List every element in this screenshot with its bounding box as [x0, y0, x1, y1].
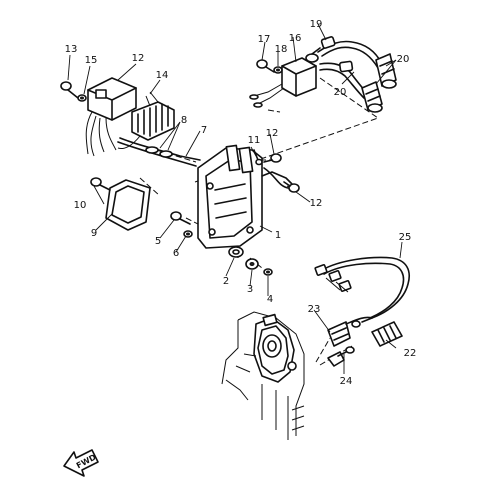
- screw-12-upper: [263, 153, 282, 163]
- fwd-arrow-icon: FWD: [63, 449, 99, 477]
- callout-22: 22: [404, 348, 417, 359]
- clamp-24: [327, 346, 355, 367]
- screw-11: [253, 149, 263, 166]
- callout-12-upper: 12: [266, 128, 279, 139]
- callout-23: 23: [308, 304, 321, 315]
- callout-17: 16: [289, 33, 302, 44]
- grommet-2: [228, 246, 244, 258]
- cover-plate: [105, 179, 151, 231]
- callout-6: 6: [173, 248, 179, 259]
- spark-plug-cap-upper: [375, 53, 397, 89]
- rectifier-regulator: [117, 91, 175, 149]
- lead-wire-25: [314, 256, 410, 323]
- callout-24: 24: [340, 376, 353, 387]
- callout-13: 12: [132, 53, 145, 64]
- wire-harness: [117, 137, 201, 167]
- callout-11: 11: [248, 135, 261, 146]
- callout-15: 13: [65, 44, 78, 55]
- cdi-unit: [85, 77, 137, 157]
- ground-lead: [263, 167, 289, 189]
- nut-3: [245, 258, 259, 270]
- screw-18: [256, 59, 275, 73]
- callout-4: 4: [267, 294, 273, 305]
- callout-20-upper: 19: [310, 19, 323, 30]
- washer-16: [77, 94, 87, 102]
- callout-7: 7: [201, 125, 207, 136]
- callout-18: 17: [258, 34, 271, 45]
- callout-1: 1: [275, 230, 281, 241]
- callout-leaders: [67, 23, 403, 374]
- washer-6: [183, 230, 193, 238]
- spark-plug-cap-lower: [361, 81, 383, 113]
- connector-boot-22: [371, 321, 403, 347]
- washer-4: [263, 268, 273, 276]
- callout-25: 25: [399, 232, 412, 243]
- callout-21: 20: [397, 54, 410, 65]
- callout-19: 18: [275, 44, 288, 55]
- washer-19: [273, 66, 283, 74]
- ignition-coil: [249, 47, 321, 108]
- connector-23: [327, 316, 373, 347]
- screw-12-lower: [283, 181, 300, 193]
- callout-12-lower: 12: [310, 198, 323, 209]
- callout-2: 2: [223, 276, 229, 287]
- callout-5: 5: [155, 236, 161, 247]
- screw-10: [90, 177, 111, 191]
- callout-14: 14: [156, 70, 169, 81]
- mounting-bracket: [197, 144, 295, 249]
- callout-8: 8: [181, 115, 187, 126]
- callout-10: 10: [74, 200, 87, 211]
- engine-block-outline: [221, 311, 305, 440]
- callout-labels: 13 15 12 14 8 7 10 9 5 6 11 12 12 1 2 3 …: [65, 19, 417, 387]
- callout-3: 3: [247, 284, 253, 295]
- ht-lead-upper: [317, 36, 383, 69]
- screw-15: [60, 81, 79, 99]
- callout-16: 15: [85, 55, 98, 66]
- callout-9: 9: [91, 228, 97, 239]
- callout-20-lower: 20: [334, 87, 347, 98]
- ht-lead-lower: [319, 60, 369, 99]
- bolt-5: [170, 211, 191, 225]
